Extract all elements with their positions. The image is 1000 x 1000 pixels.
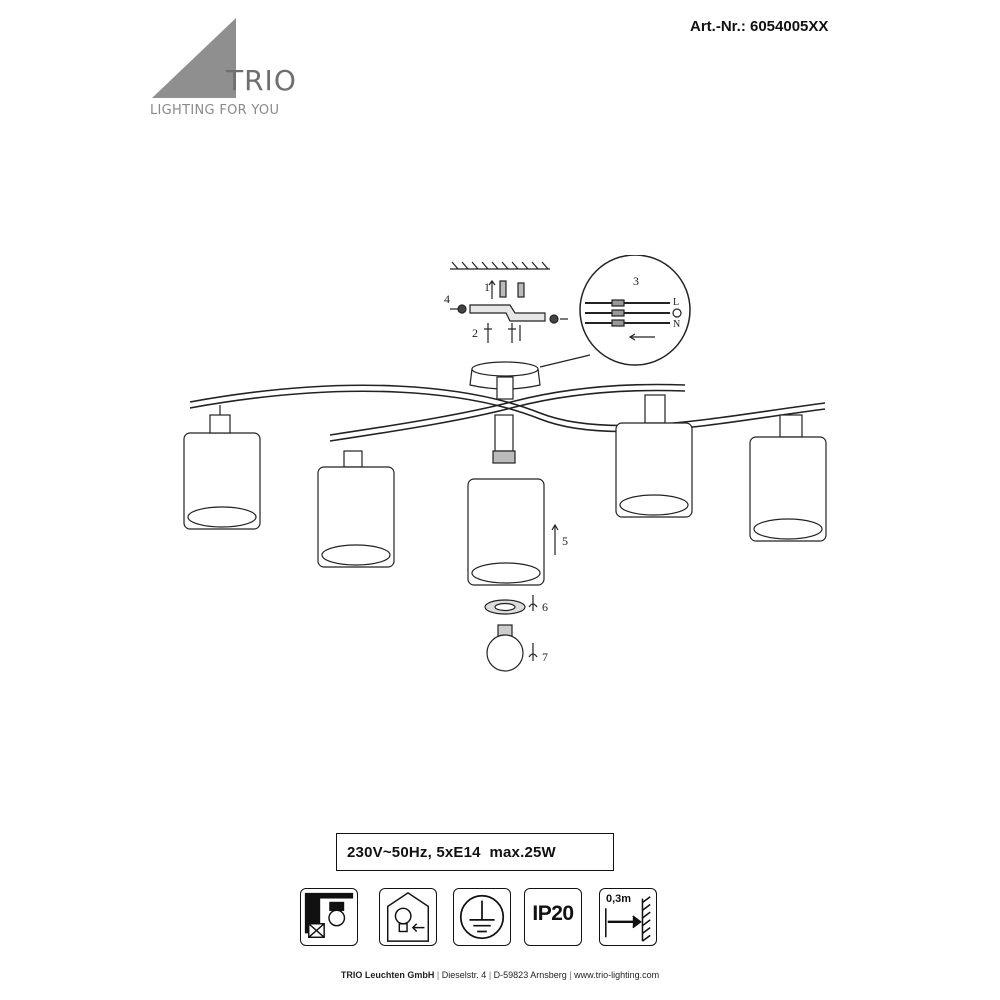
brand-tagline: LIGHTING FOR YOU — [150, 103, 280, 118]
indoor-use-only-icon — [379, 888, 437, 946]
callout-2: 2 — [472, 326, 478, 340]
fixture-arms — [189, 383, 826, 442]
footer-website[interactable]: www.trio-lighting.com — [574, 970, 660, 980]
assembly-diagram: 1 4 2 3 L N — [183, 255, 827, 672]
electrical-spec-box: 230V~50Hz, 5xE14 max.25W — [336, 833, 614, 871]
footer-separator: | — [436, 970, 440, 980]
callout-7: 7 — [542, 650, 548, 664]
footer-separator: | — [569, 970, 572, 980]
min-distance-label: 0,3m — [606, 893, 632, 905]
shade-4 — [615, 394, 693, 518]
brand-name: TRIO — [226, 64, 297, 97]
shade-5 — [749, 414, 827, 542]
callout-5: 5 — [562, 534, 568, 548]
wiring-detail — [539, 255, 691, 368]
callout-4: 4 — [444, 292, 450, 306]
callout-1: 1 — [484, 280, 490, 294]
ring-nut — [484, 595, 538, 615]
wall-plugs — [488, 280, 525, 299]
ip20-icon: IP20 — [524, 888, 582, 946]
footer-company: TRIO Leuchten GmbH — [340, 970, 435, 980]
callout-6: 6 — [542, 600, 548, 614]
screws — [484, 323, 521, 343]
light-bulb — [486, 624, 538, 672]
shade-3 — [467, 478, 545, 586]
not-for-flammable-surfaces-icon — [300, 888, 358, 946]
central-lampholder — [492, 414, 516, 464]
wire-label-n: N — [673, 319, 680, 330]
ceiling-hatch — [450, 261, 550, 270]
ip-rating-label: IP20 — [532, 902, 574, 925]
brand-logo-triangle — [152, 18, 236, 98]
footer-city: D-59823 Arnsberg — [493, 970, 567, 980]
shade-2 — [317, 450, 395, 568]
protective-earth-icon — [453, 888, 511, 946]
footer-separator: | — [488, 970, 492, 980]
footer-street: Dieselstr. 4 — [441, 970, 487, 980]
minimum-distance-icon: 0,3m — [599, 888, 657, 946]
mounting-bracket — [450, 304, 568, 324]
footer-address: TRIO Leuchten GmbH | Dieselstr. 4 | D-59… — [0, 970, 1000, 980]
canopy — [469, 361, 541, 400]
callout-3: 3 — [633, 274, 639, 288]
article-number: Art.-Nr.: 6054005XX — [690, 18, 829, 35]
shade-1 — [183, 405, 261, 530]
wire-label-l: L — [673, 297, 679, 308]
